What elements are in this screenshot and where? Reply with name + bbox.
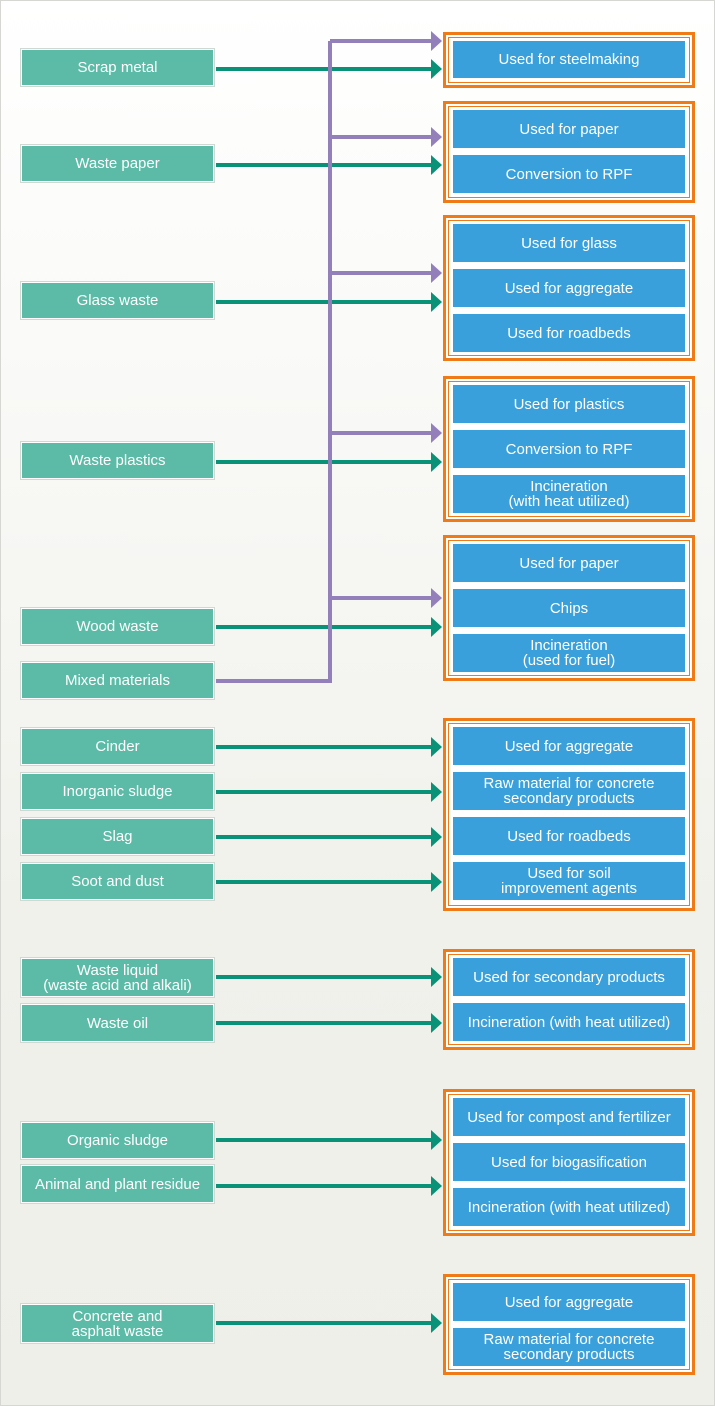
target-label: Used for steelmaking (498, 51, 640, 68)
source-glass-waste: Glass waste (20, 281, 215, 320)
target-label: Used for roadbeds (507, 827, 631, 845)
green-arrow-11-head (431, 1130, 442, 1150)
target-aggregate: Used for aggregate (452, 268, 686, 308)
target-label: Incineration (used for fuel) (522, 637, 616, 669)
target-label: Raw material for concrete secondary prod… (483, 775, 655, 807)
target-label: Used for soil improvement agents (501, 865, 637, 897)
target-label: Incineration (with heat utilized) (508, 478, 630, 510)
target-label: Conversion to RPF (505, 165, 633, 183)
target-label: Incineration (with heat utilized) (467, 1198, 671, 1216)
target-label: Used for glass (521, 234, 617, 252)
target-label: Conversion to RPF (505, 440, 633, 458)
source-label: Waste liquid (waste acid and alkali) (43, 961, 192, 994)
green-arrow-5-head (431, 737, 442, 757)
source-label: Glass waste (76, 292, 159, 309)
target-soil-improvement: Used for soil improvement agents (452, 861, 686, 901)
target-secondary-products: Used for secondary products (452, 957, 686, 997)
source-wood-waste: Wood waste (20, 607, 215, 646)
source-label: Soot and dust (71, 873, 164, 890)
source-waste-liquid: Waste liquid (waste acid and alkali) (20, 957, 215, 998)
target-label: Used for paper (519, 120, 619, 138)
target-rpf: Conversion to RPF (452, 154, 686, 194)
source-label: Waste paper (75, 155, 160, 172)
green-arrow-6-head (431, 782, 442, 802)
target-label: Used for aggregate (504, 279, 634, 297)
green-arrow-8-head (431, 872, 442, 892)
green-arrow-3-head (431, 452, 442, 472)
source-soot-and-dust: Soot and dust (20, 862, 215, 901)
target-label: Raw material for concrete secondary prod… (483, 1331, 655, 1363)
target-label: Chips (549, 599, 589, 617)
source-animal-plant-residue: Animal and plant residue (20, 1164, 215, 1204)
target-incineration-fuel: Incineration (used for fuel) (452, 633, 686, 673)
source-label: Animal and plant residue (34, 1175, 201, 1193)
target-label: Used for secondary products (473, 968, 665, 986)
target-rpf: Conversion to RPF (452, 429, 686, 469)
source-label: Cinder (95, 738, 140, 755)
target-label: Used for aggregate (504, 1293, 634, 1311)
target-biogasification: Used for biogasification (452, 1142, 686, 1182)
green-arrow-0-head (431, 59, 442, 79)
purple-arrow-1-head (431, 127, 442, 147)
purple-trunk (216, 41, 332, 683)
target-chips: Chips (452, 588, 686, 628)
target-plastics: Used for plastics (452, 384, 686, 424)
target-aggregate: Used for aggregate (452, 726, 686, 766)
green-arrow-12-head (431, 1176, 442, 1196)
green-arrow-9-head (431, 967, 442, 987)
source-scrap-metal: Scrap metal (20, 48, 215, 87)
target-incineration-heat: Incineration (with heat utilized) (452, 474, 686, 514)
source-label: Inorganic sludge (62, 783, 173, 800)
source-inorganic-sludge: Inorganic sludge (20, 772, 215, 811)
source-label: Wood waste (76, 618, 159, 635)
target-roadbeds: Used for roadbeds (452, 313, 686, 353)
green-arrow-13-head (431, 1313, 442, 1333)
purple-arrow-0-head (431, 31, 442, 51)
target-paper: Used for paper (452, 543, 686, 583)
target-steelmaking: Used for steelmaking (452, 40, 686, 79)
target-roadbeds: Used for roadbeds (452, 816, 686, 856)
source-cinder: Cinder (20, 727, 215, 766)
purple-arrow-3-head (431, 423, 442, 443)
source-mixed-materials: Mixed materials (20, 661, 215, 700)
green-arrow-10-head (431, 1013, 442, 1033)
target-aggregate: Used for aggregate (452, 1282, 686, 1322)
target-label: Used for aggregate (504, 737, 634, 755)
source-organic-sludge: Organic sludge (20, 1121, 215, 1160)
target-glass: Used for glass (452, 223, 686, 263)
source-waste-oil: Waste oil (20, 1003, 215, 1043)
source-label: Mixed materials (64, 672, 171, 689)
target-label: Used for roadbeds (507, 324, 631, 342)
target-label: Used for compost and fertilizer (467, 1108, 671, 1126)
target-incineration-heat: Incineration (with heat utilized) (452, 1187, 686, 1227)
green-arrow-4-head (431, 617, 442, 637)
target-concrete-material: Raw material for concrete secondary prod… (452, 1327, 686, 1367)
target-compost-fertilizer: Used for compost and fertilizer (452, 1097, 686, 1137)
purple-arrow-2-head (431, 263, 442, 283)
target-label: Incineration (with heat utilized) (467, 1013, 671, 1031)
source-waste-paper: Waste paper (20, 144, 215, 183)
source-label: Waste oil (86, 1014, 149, 1032)
target-label: Used for biogasification (491, 1153, 647, 1171)
target-concrete-material: Raw material for concrete secondary prod… (452, 771, 686, 811)
source-slag: Slag (20, 817, 215, 856)
source-label: Concrete and asphalt waste (71, 1307, 164, 1340)
target-incineration-heat: Incineration (with heat utilized) (452, 1002, 686, 1042)
source-label: Waste plastics (69, 452, 166, 469)
source-label: Organic sludge (67, 1132, 168, 1149)
target-label: Used for plastics (513, 395, 625, 413)
green-arrow-1-head (431, 155, 442, 175)
target-label: Used for paper (519, 554, 619, 572)
source-concrete-asphalt: Concrete and asphalt waste (20, 1303, 215, 1344)
purple-arrow-4-head (431, 588, 442, 608)
target-paper: Used for paper (452, 109, 686, 149)
source-label: Slag (102, 828, 133, 845)
source-label: Scrap metal (77, 59, 158, 76)
source-waste-plastics: Waste plastics (20, 441, 215, 480)
green-arrow-7-head (431, 827, 442, 847)
green-arrow-2-head (431, 292, 442, 312)
